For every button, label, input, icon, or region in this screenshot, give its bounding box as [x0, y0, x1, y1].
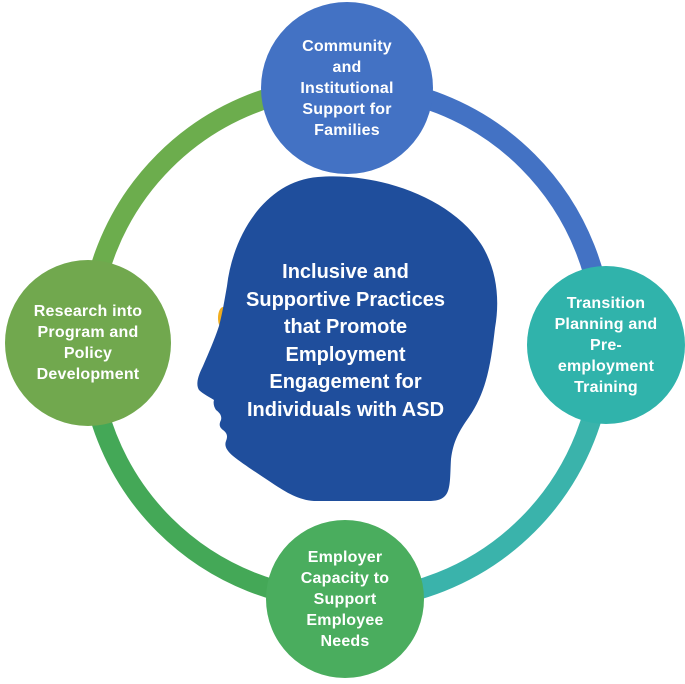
node-research-policy: Research into Program and Policy Develop… — [5, 260, 171, 426]
node-employer-capacity-label: Employer Capacity to Support Employee Ne… — [300, 548, 390, 650]
node-research-policy-label: Research into Program and Policy Develop… — [33, 303, 143, 383]
node-employer-capacity: Employer Capacity to Support Employee Ne… — [266, 520, 424, 678]
central-statement: Inclusive and Supportive Practices that … — [246, 261, 445, 421]
node-transition-planning: Transition Planning and Pre- employment … — [527, 266, 685, 424]
node-community-institutional-support-label: Community and Institutional Support for … — [300, 37, 394, 139]
node-community-institutional-support: Community and Institutional Support for … — [261, 2, 433, 174]
head-silhouette — [197, 176, 498, 501]
node-transition-planning-label: Transition Planning and Pre- employment … — [554, 294, 658, 396]
